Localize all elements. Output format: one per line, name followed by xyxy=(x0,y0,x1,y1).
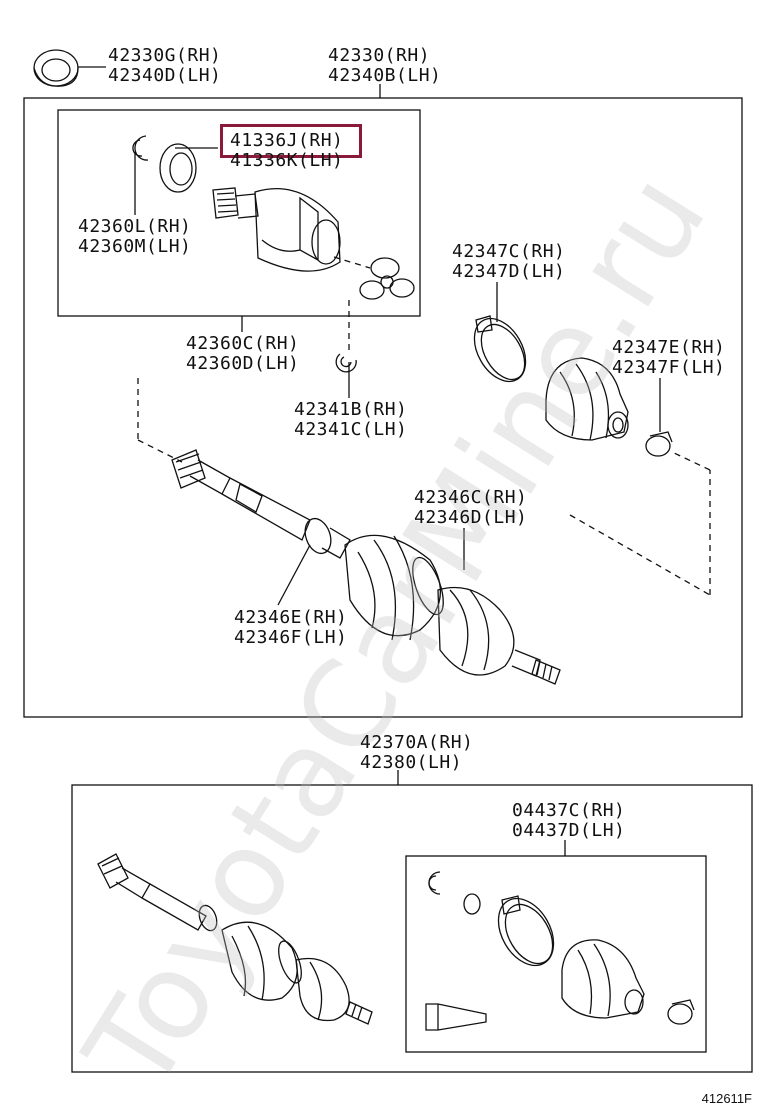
highlight-box xyxy=(220,124,362,158)
drive-shaft-icon xyxy=(171,449,561,685)
upper-assembly-frame xyxy=(23,97,743,718)
grease-tube-icon xyxy=(425,1003,487,1031)
kit-boot-icon xyxy=(561,939,645,1019)
label-seal[interactable]: 42330G(RH)42340D(LH) xyxy=(108,45,222,86)
label-assembly-upper[interactable]: 42330(RH)42340B(LH) xyxy=(328,45,442,86)
label-snap-ring[interactable]: 42360L(RH)42360M(LH) xyxy=(78,216,192,257)
label-boot-clamp-small[interactable]: 42347E(RH)42347F(LH) xyxy=(612,337,726,378)
boot-clamp-small-icon xyxy=(645,431,673,457)
snap-ring-mid-icon xyxy=(335,353,357,373)
lower-assembly-frame xyxy=(71,784,753,1073)
ring-seal-icon xyxy=(159,143,197,193)
snap-ring-icon xyxy=(134,135,149,161)
label-outer-clamp[interactable]: 42346C(RH)42346D(LH) xyxy=(414,487,528,528)
boot-kit-frame xyxy=(405,855,707,1053)
label-boot-kit[interactable]: 04437C(RH)04437D(LH) xyxy=(512,800,626,841)
seal-icon xyxy=(33,49,79,87)
inboard-joint-icon xyxy=(212,187,341,272)
label-snap-ring-mid[interactable]: 42341B(RH)42341C(LH) xyxy=(294,399,408,440)
kit-clamp-icon xyxy=(497,895,555,967)
label-assembly-lower[interactable]: 42370A(RH)42380(LH) xyxy=(360,732,474,773)
label-inboard-joint[interactable]: 41336J(RH)41336K(LH) xyxy=(230,130,344,171)
figure-code: 412611F xyxy=(701,1091,752,1106)
kit-snap-ring-icon xyxy=(428,871,441,895)
kit-ring-icon xyxy=(463,893,481,915)
label-boot-clamp-large[interactable]: 42347C(RH)42347D(LH) xyxy=(452,241,566,282)
lower-drive-shaft-icon xyxy=(97,853,373,1025)
inboard-joint-frame xyxy=(57,109,421,317)
label-tulip[interactable]: 42360C(RH)42360D(LH) xyxy=(186,333,300,374)
tripod-icon xyxy=(359,257,415,300)
kit-small-clamp-icon xyxy=(667,999,695,1025)
inner-boot-icon xyxy=(545,357,629,441)
boot-clamp-large-icon xyxy=(473,315,527,383)
label-inner-clamp[interactable]: 42346E(RH)42346F(LH) xyxy=(234,607,348,648)
